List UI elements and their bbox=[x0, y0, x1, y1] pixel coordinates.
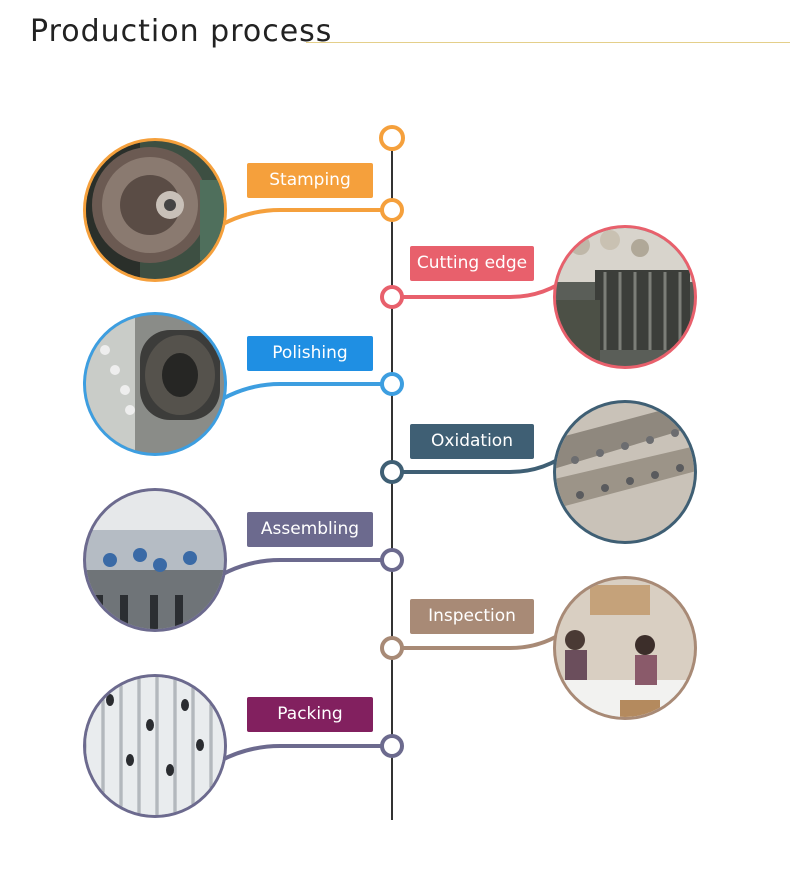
stamping-press-photo bbox=[86, 141, 224, 279]
step-cutting-edge-node bbox=[380, 285, 404, 309]
step-polishing bbox=[83, 312, 404, 456]
step-stamping-node bbox=[380, 198, 404, 222]
polishing-wheel-photo bbox=[86, 315, 224, 453]
step-packing-node bbox=[380, 734, 404, 758]
step-label-polishing: Polishing bbox=[247, 336, 373, 371]
step-cutting-edge bbox=[380, 225, 697, 369]
step-label-oxidation: Oxidation bbox=[410, 424, 534, 459]
step-oxidation-node bbox=[380, 460, 404, 484]
step-polishing-node bbox=[380, 372, 404, 396]
oxidation-line-photo bbox=[556, 403, 694, 541]
page-title: Production process bbox=[30, 14, 333, 49]
title-underline bbox=[306, 42, 790, 43]
assembly-floor-photo bbox=[86, 491, 224, 629]
step-label-stamping: Stamping bbox=[247, 163, 373, 198]
step-label-packing: Packing bbox=[247, 697, 373, 732]
step-packing bbox=[83, 674, 404, 818]
step-label-inspection: Inspection bbox=[410, 599, 534, 634]
step-stamping bbox=[83, 138, 404, 282]
inspection-workers-photo bbox=[556, 579, 694, 717]
timeline-start-node bbox=[379, 125, 405, 151]
step-label-cutting-edge: Cutting edge bbox=[410, 246, 534, 281]
step-inspection-node bbox=[380, 636, 404, 660]
step-label-assembling: Assembling bbox=[247, 512, 373, 547]
cutting-machine-photo bbox=[556, 228, 694, 366]
step-assembling bbox=[83, 488, 404, 632]
step-inspection bbox=[380, 576, 697, 720]
aluminum-tubes-photo bbox=[86, 677, 224, 815]
step-assembling-node bbox=[380, 548, 404, 572]
step-oxidation bbox=[380, 400, 697, 544]
